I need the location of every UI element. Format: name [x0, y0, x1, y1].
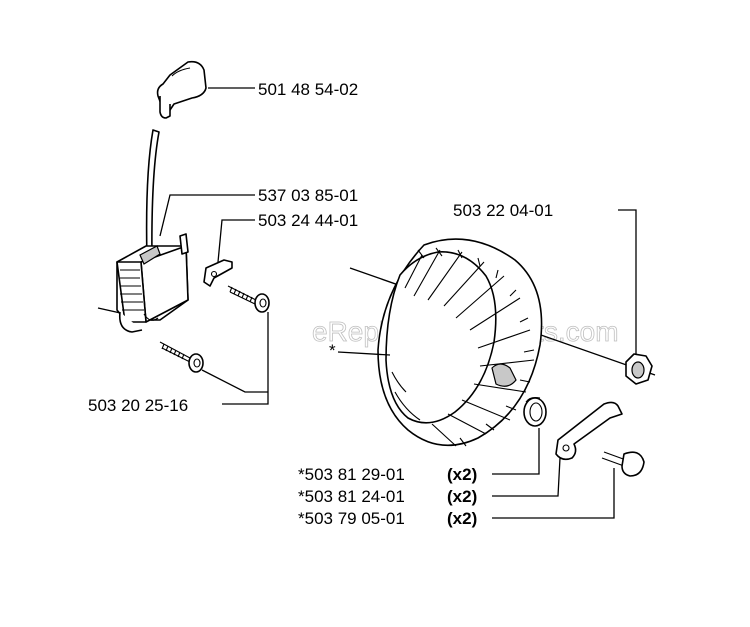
leader-pawl	[492, 457, 561, 497]
label-bracket: 503 24 44-01	[258, 211, 358, 230]
flywheel-nut-part	[625, 353, 653, 385]
spring-part	[523, 396, 547, 427]
leader-flywheel-asterisk	[337, 351, 391, 356]
label-pin: *503 79 05-01	[298, 509, 405, 528]
screw-upper	[227, 285, 270, 313]
pin-part	[601, 451, 645, 477]
spark-plug-cap-part	[156, 60, 207, 119]
leader-pin	[492, 468, 615, 519]
leader-screws	[201, 312, 269, 405]
label-ignition-module: 537 03 85-01	[258, 186, 358, 205]
ignition-lead	[145, 129, 160, 262]
flywheel-part	[377, 238, 543, 447]
ignition-module-part	[116, 233, 189, 333]
leader-bracket	[217, 219, 255, 263]
pawl-part	[555, 401, 623, 461]
label-spring: *503 81 29-01	[298, 465, 405, 484]
label-screws: 503 20 25-16	[88, 396, 188, 415]
label-pawl: *503 81 24-01	[298, 487, 405, 506]
leader-flywheel-nut	[618, 209, 637, 354]
qty-pawl: (x2)	[447, 487, 477, 506]
label-flywheel-nut: 503 22 04-01	[453, 201, 553, 220]
qty-spring: (x2)	[447, 465, 477, 484]
label-flywheel-asterisk: *	[329, 341, 336, 360]
bracket-part	[203, 259, 233, 287]
leader-spring	[492, 428, 540, 475]
screw-lower	[159, 341, 204, 373]
leader-ignition-module	[159, 194, 255, 237]
qty-pin: (x2)	[447, 509, 477, 528]
label-spark-plug-cap: 501 48 54-02	[258, 80, 358, 99]
